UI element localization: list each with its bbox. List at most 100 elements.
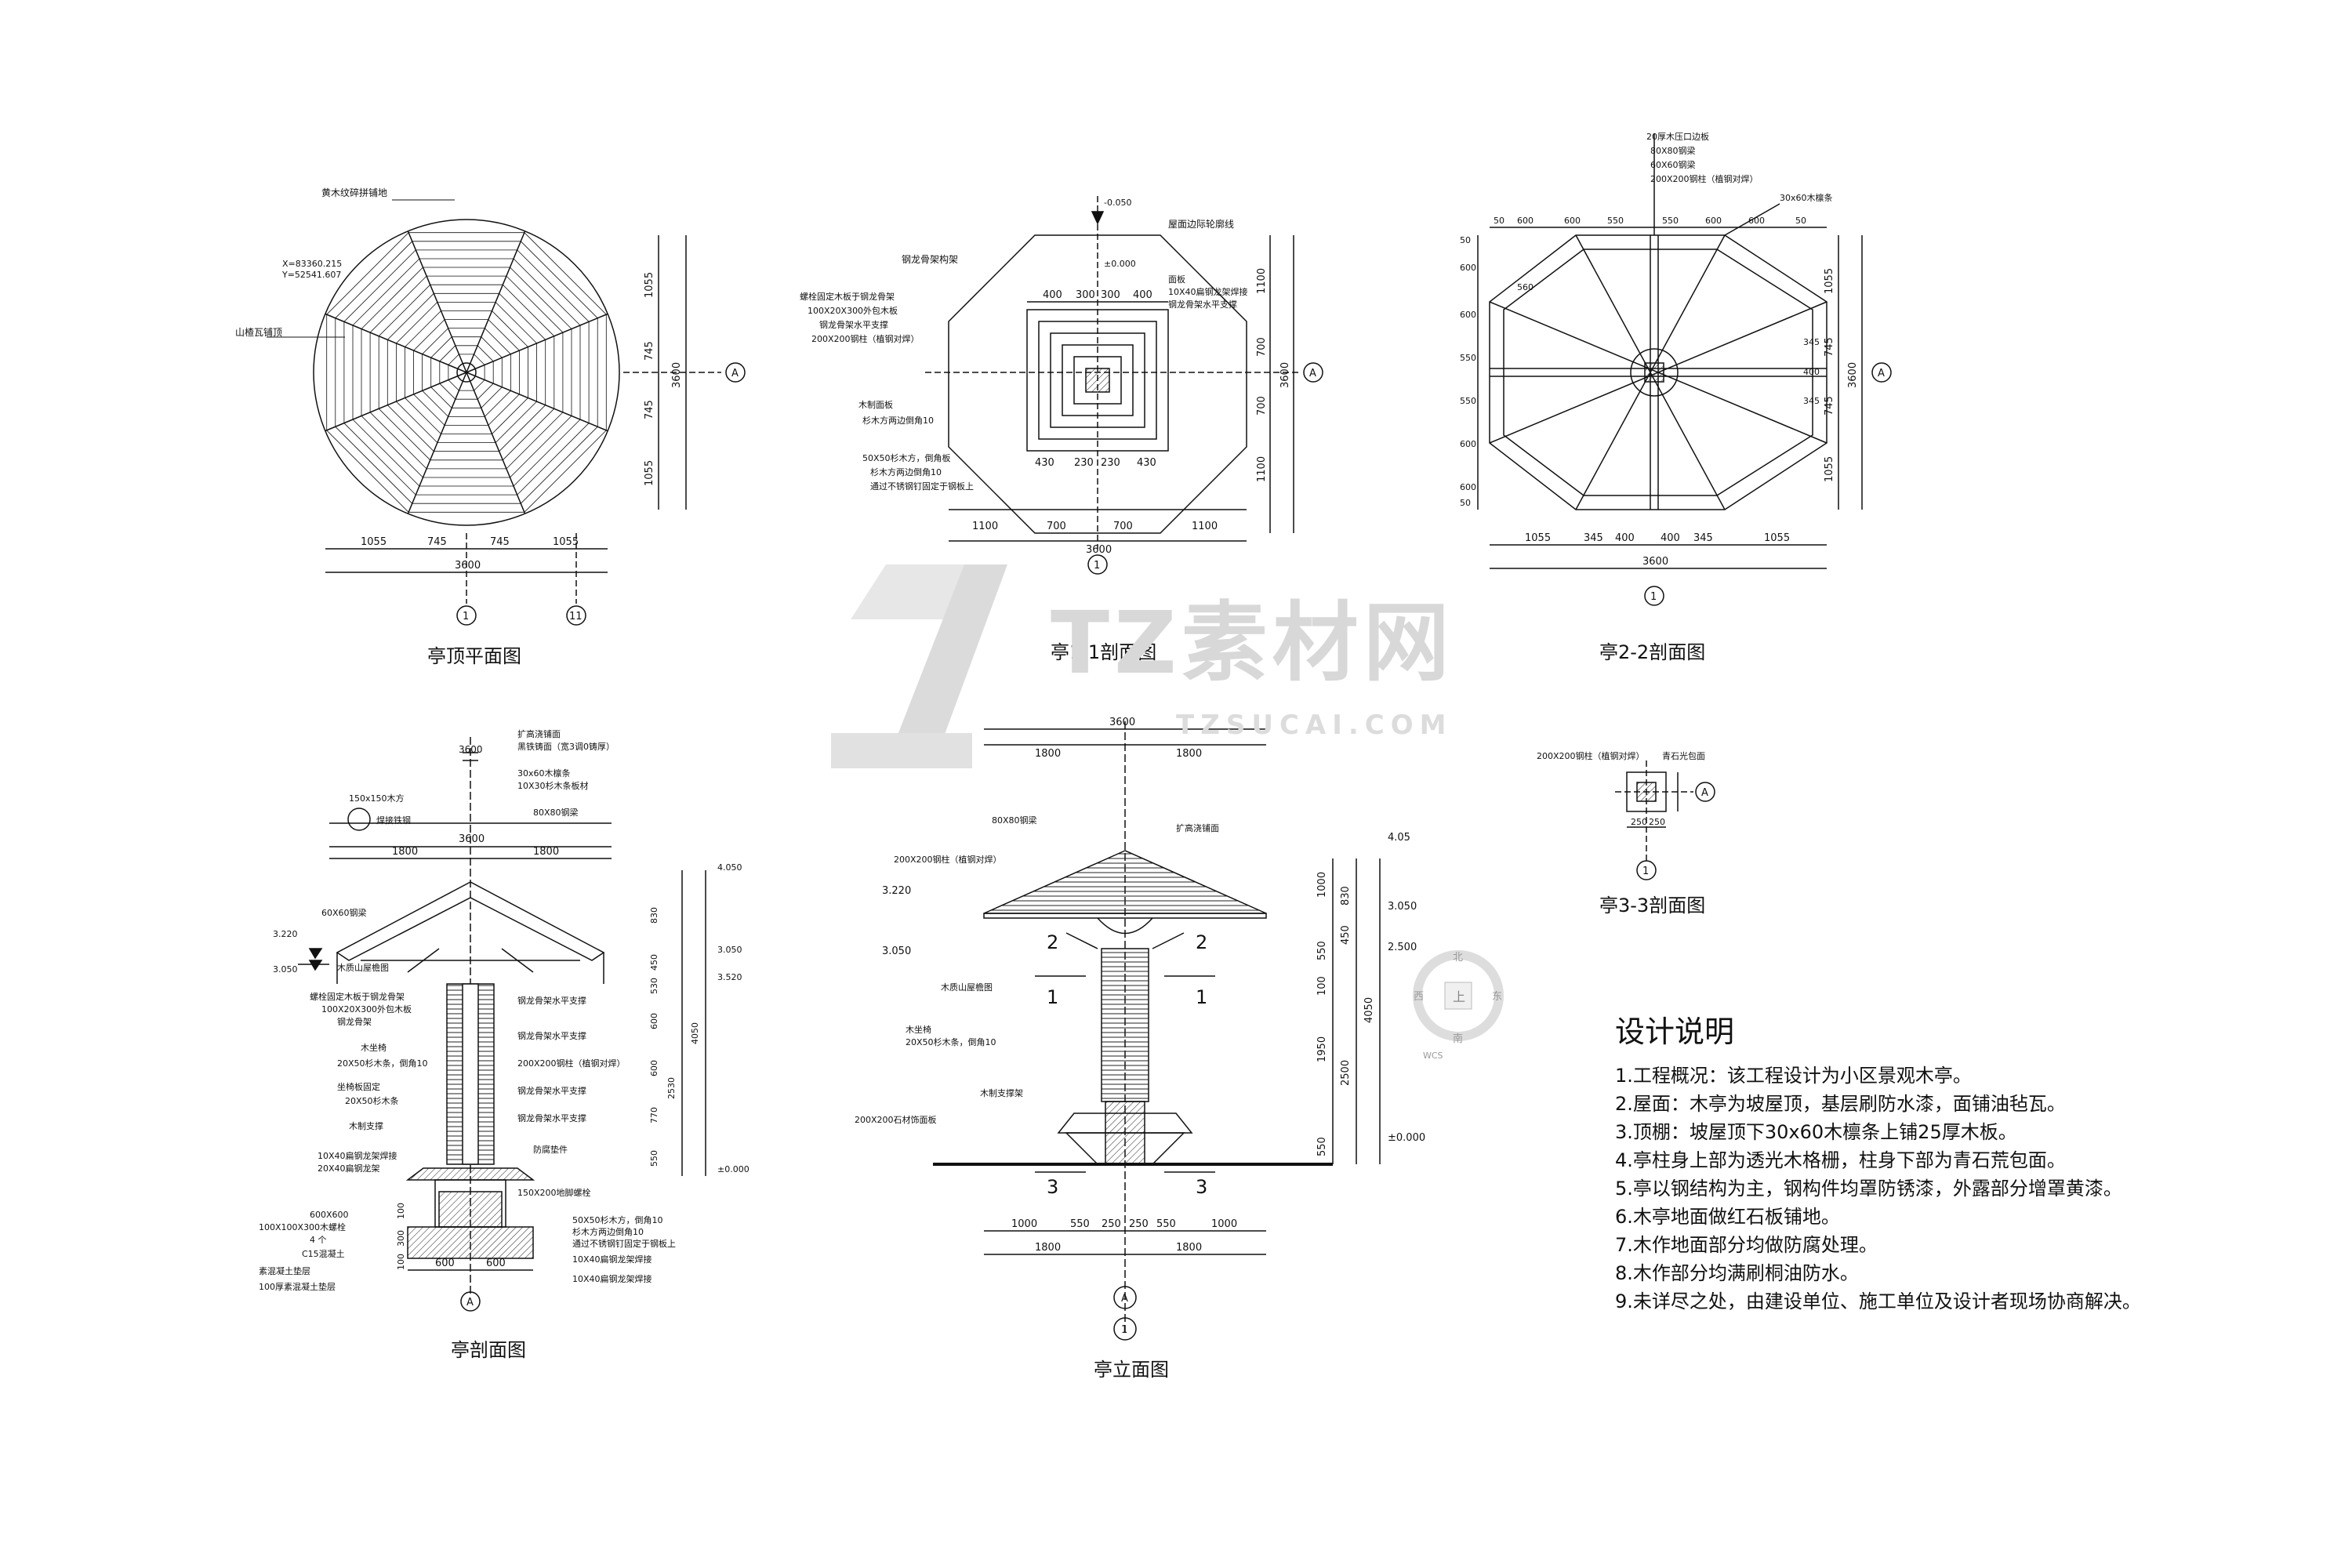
s11-l9: 通过不锈钢钉固定于钢板上 <box>870 481 974 492</box>
ps-b2: 4 个 <box>310 1235 327 1245</box>
s11-l6: 杉木方两边倒角10 <box>862 415 934 426</box>
el-e3: 3.050 <box>1388 901 1417 913</box>
roof-ridge-line <box>466 372 608 432</box>
s11-r0: 1100 <box>1256 268 1268 294</box>
el-e4: 2.500 <box>1388 942 1417 953</box>
ps-e5: ±0.000 <box>717 1164 750 1174</box>
compass-south: 南 <box>1453 1033 1463 1045</box>
s22-r2: 745 <box>1824 396 1835 416</box>
ps-r5: 防腐垫件 <box>533 1144 568 1155</box>
compass-center: 上 <box>1453 989 1465 1004</box>
wcs-label[interactable]: WCS <box>1423 1051 1443 1061</box>
s11-l4: 200X200钢柱（植钢对焊） <box>811 333 920 344</box>
s22-t4: 200X200钢柱（植钢对焊） <box>1650 173 1759 184</box>
roof-coord-x: X=83360.215 <box>282 259 342 269</box>
s22-top7: 50 <box>1795 216 1806 226</box>
s11-l8: 杉木方两边倒角10 <box>870 466 942 477</box>
roof-tile-course <box>422 328 511 417</box>
s22-top4: 550 <box>1662 216 1679 226</box>
el-dr7: 4050 <box>1363 997 1375 1023</box>
roof-plan <box>267 199 746 626</box>
s11-l7: 50X50杉木方，倒角板 <box>862 452 951 463</box>
compass-north: 北 <box>1453 952 1463 964</box>
s22-b3: 400 <box>1661 532 1680 544</box>
ps-b0: 600X600 <box>310 1210 349 1220</box>
roof-tile-course <box>343 249 590 495</box>
watermark-logo-icon <box>831 564 1007 768</box>
s11-rr2: 700 <box>1256 396 1268 416</box>
ps-total2: 3600 <box>459 833 485 845</box>
section-33-title: 亭3-3剖面图 <box>1599 895 1705 916</box>
ps-dr6: 550 <box>649 1150 659 1167</box>
el-half1: 1800 <box>1176 748 1202 760</box>
roof-axis-a: A <box>731 368 739 379</box>
ps-dr7: 4050 <box>690 1022 700 1044</box>
el-l2: 200X200钢柱（植钢对焊） <box>894 854 1002 865</box>
s22-b5: 1055 <box>1764 532 1790 544</box>
s11-in1: 300 <box>1076 289 1095 301</box>
s22-iv1: 400 <box>1803 367 1820 377</box>
s11-mid2: 230 <box>1101 457 1120 469</box>
ps-r11: 10X40扁钢龙架焊接 <box>572 1273 652 1284</box>
s11-in0: 400 <box>1043 289 1062 301</box>
ps-l8: 20X50杉木条，倒角10 <box>337 1058 428 1069</box>
s22-b2: 400 <box>1615 532 1635 544</box>
roof-tile-course <box>395 301 537 443</box>
el-e2: 3.050 <box>882 946 911 957</box>
s11-axis-a: A <box>1309 368 1316 379</box>
ps-half1: 1800 <box>533 846 559 858</box>
ps-total: 3600 <box>459 744 483 755</box>
el-dbt1: 1800 <box>1176 1242 1202 1254</box>
view-cube[interactable]: 上 北 南 东 西 WCS <box>1407 945 1509 1062</box>
s22-l4: 550 <box>1460 396 1476 406</box>
ps-r10: 10X40扁钢龙架焊接 <box>572 1254 652 1265</box>
el-db0: 1000 <box>1011 1218 1037 1230</box>
s11-total: 3600 <box>1086 544 1112 556</box>
roof-axis-1: 1 <box>463 611 469 622</box>
s22-l1: 600 <box>1460 263 1476 273</box>
el-l1: 扩高浇铺面 <box>1176 822 1219 833</box>
el-l0: 80X80钢梁 <box>992 815 1037 826</box>
s22-b4: 345 <box>1693 532 1713 544</box>
design-note-item: 7.木作地面部分均做防腐处理。 <box>1615 1234 1878 1256</box>
pavilion-section-texts: 3600 3600 1800 1800 扩高浇铺面 黑铁铸面（宽3调0铸厚） 3… <box>259 728 750 1361</box>
s22-iv2: 345 <box>1803 396 1820 406</box>
el-dr3: 550 <box>1316 941 1328 960</box>
s33-d0: 250 <box>1631 817 1647 827</box>
pavilion-elevation <box>933 721 1381 1341</box>
roof-ridge-line <box>325 313 467 373</box>
roof-dim-r1: 745 <box>644 341 655 361</box>
el-sec1b: 1 <box>1196 986 1207 1008</box>
s22-l6: 600 <box>1460 482 1476 492</box>
roof-tile-course <box>378 284 555 461</box>
ps-dr8: 2530 <box>666 1077 677 1099</box>
compass-east: 东 <box>1492 991 1502 1003</box>
s22-b0: 1055 <box>1525 532 1551 544</box>
section-11-title: 亭1-1剖面图 <box>1051 641 1156 663</box>
roof-ridge-line <box>466 230 526 373</box>
roof-dim-b1: 745 <box>427 536 447 548</box>
ps-l7: 木坐椅 <box>361 1042 387 1053</box>
ps-l0: 150x150木方 <box>349 793 405 804</box>
ps-dv0: 100 <box>396 1203 406 1219</box>
s33-stone: 青石光包面 <box>1662 750 1705 761</box>
view-cube-face[interactable] <box>1444 982 1472 1010</box>
ps-r9: 通过不锈钢钉固定于钢板上 <box>572 1238 676 1249</box>
roof-tile-course <box>448 354 485 391</box>
compass-ring-icon <box>1413 950 1504 1041</box>
s11-r3: 钢龙骨架水平支撑 <box>1168 299 1237 310</box>
design-note-item: 4.亭柱身上部为透光木格栅，柱身下部为青石荒包面。 <box>1615 1149 2066 1171</box>
s22-l3: 550 <box>1460 353 1476 363</box>
roof-tile-course <box>335 241 598 504</box>
s33-axis-a: A <box>1701 787 1708 799</box>
el-l4: 木坐椅 <box>906 1024 931 1035</box>
el-axis-1: 1 <box>1121 1324 1127 1336</box>
design-note-item: 2.屋面：木亭为坡屋顶，基层刷防水漆，面铺油毡瓦。 <box>1615 1093 2066 1115</box>
roof-tile-course <box>369 275 564 470</box>
s11-b3: 1100 <box>1192 521 1218 532</box>
s11-top2: ±0.000 <box>1104 259 1136 269</box>
s22-rtotal: 3600 <box>1847 362 1859 388</box>
roof-ridge-line <box>407 230 467 373</box>
el-l5: 20X50杉木条，倒角10 <box>906 1036 996 1047</box>
s11-r2: 10X40扁钢龙架焊接 <box>1168 286 1248 297</box>
